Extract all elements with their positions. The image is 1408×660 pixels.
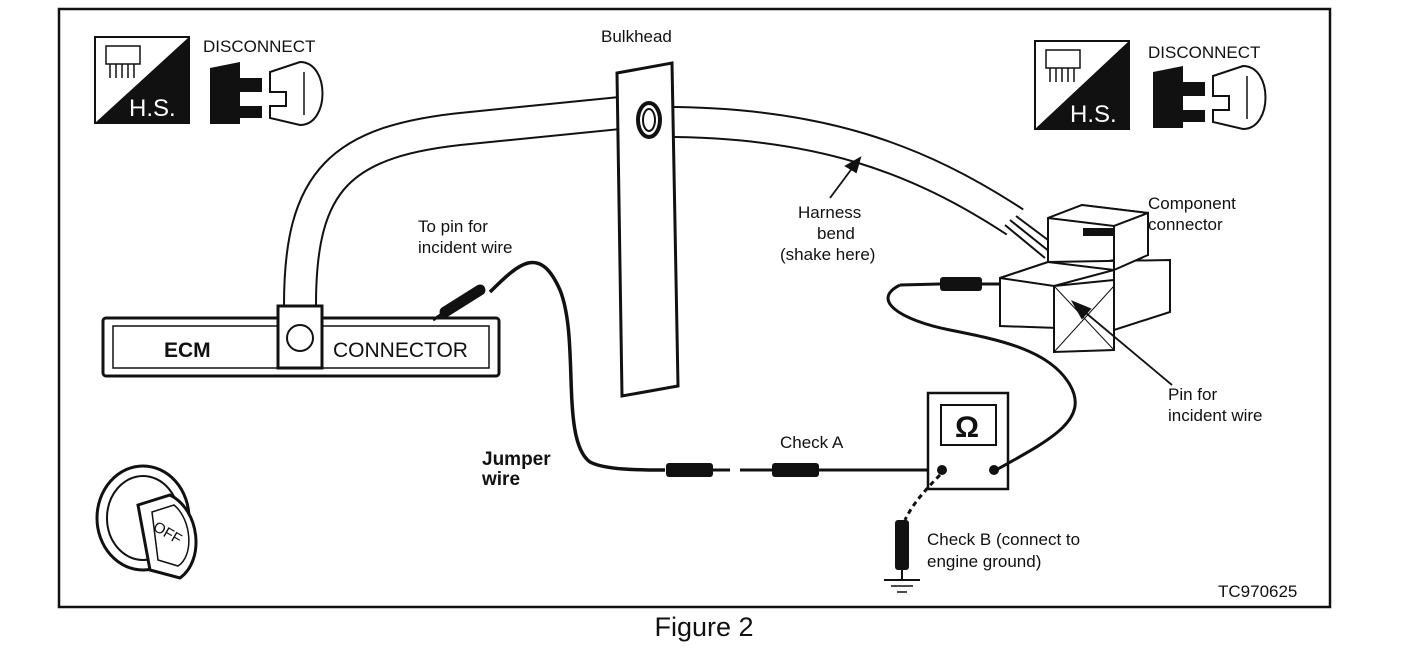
ecm-connector xyxy=(101,304,501,378)
to-pin-label-line2: incident wire xyxy=(418,238,513,257)
harness-connector-icon xyxy=(1045,49,1081,82)
hs-label-right: H.S. xyxy=(1070,101,1117,128)
jumper-wire xyxy=(432,260,940,477)
disconnect-plug-icon xyxy=(210,60,324,127)
figure-caption: Figure 2 xyxy=(654,612,754,642)
check-b-label-line1: Check B (connect to xyxy=(927,530,1080,549)
figure-code: TC970625 xyxy=(1218,582,1297,601)
harness-bend-label-line1: Harness xyxy=(798,203,861,222)
disconnect-label-left: DISCONNECT xyxy=(203,37,315,56)
component-connector-label-line2: connector xyxy=(1148,215,1223,234)
hs-label-left: H.S. xyxy=(129,95,176,122)
disconnect-label-right: DISCONNECT xyxy=(1148,43,1260,62)
pin-label-line2: incident wire xyxy=(1168,406,1263,425)
bulkhead xyxy=(615,61,680,398)
jumper-wire-label-line2: wire xyxy=(481,469,520,490)
ohm-symbol: Ω xyxy=(955,411,979,444)
harness-bend-label-line2: bend xyxy=(817,224,855,243)
hs-disconnect-left xyxy=(94,36,324,127)
jumper-wire-label-line1: Jumper xyxy=(482,449,551,470)
wire-harness xyxy=(283,95,1057,306)
disconnect-plug-icon xyxy=(1153,64,1267,131)
connector-label: CONNECTOR xyxy=(333,339,468,362)
component-connector xyxy=(999,203,1171,354)
pointer-arrows xyxy=(829,156,1173,386)
ohmmeter xyxy=(926,391,1010,491)
harness-connector-icon xyxy=(105,45,141,78)
hs-disconnect-right xyxy=(1034,40,1267,131)
bulkhead-label: Bulkhead xyxy=(601,27,672,46)
ecm-label: ECM xyxy=(164,339,211,362)
to-pin-label-line1: To pin for xyxy=(418,217,488,236)
check-a-label: Check A xyxy=(780,433,844,452)
component-connector-label-line1: Component xyxy=(1148,194,1236,213)
check-b-label-line2: engine ground) xyxy=(927,552,1041,571)
ground-lead xyxy=(884,473,942,593)
harness-bend-label-line3: (shake here) xyxy=(780,245,875,264)
meter-lead xyxy=(886,277,1077,472)
pin-label-line1: Pin for xyxy=(1168,385,1217,404)
ignition-key-icon xyxy=(95,464,198,580)
